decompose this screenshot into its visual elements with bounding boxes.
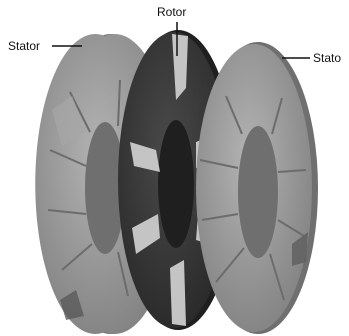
label-rotor-text: Rotor (157, 5, 186, 19)
label-stator-right-text: Stato (313, 51, 341, 65)
label-stator-left-text: Stator (8, 39, 40, 53)
stator-disc-right (196, 42, 318, 334)
label-stator-right: Stato (282, 51, 341, 65)
